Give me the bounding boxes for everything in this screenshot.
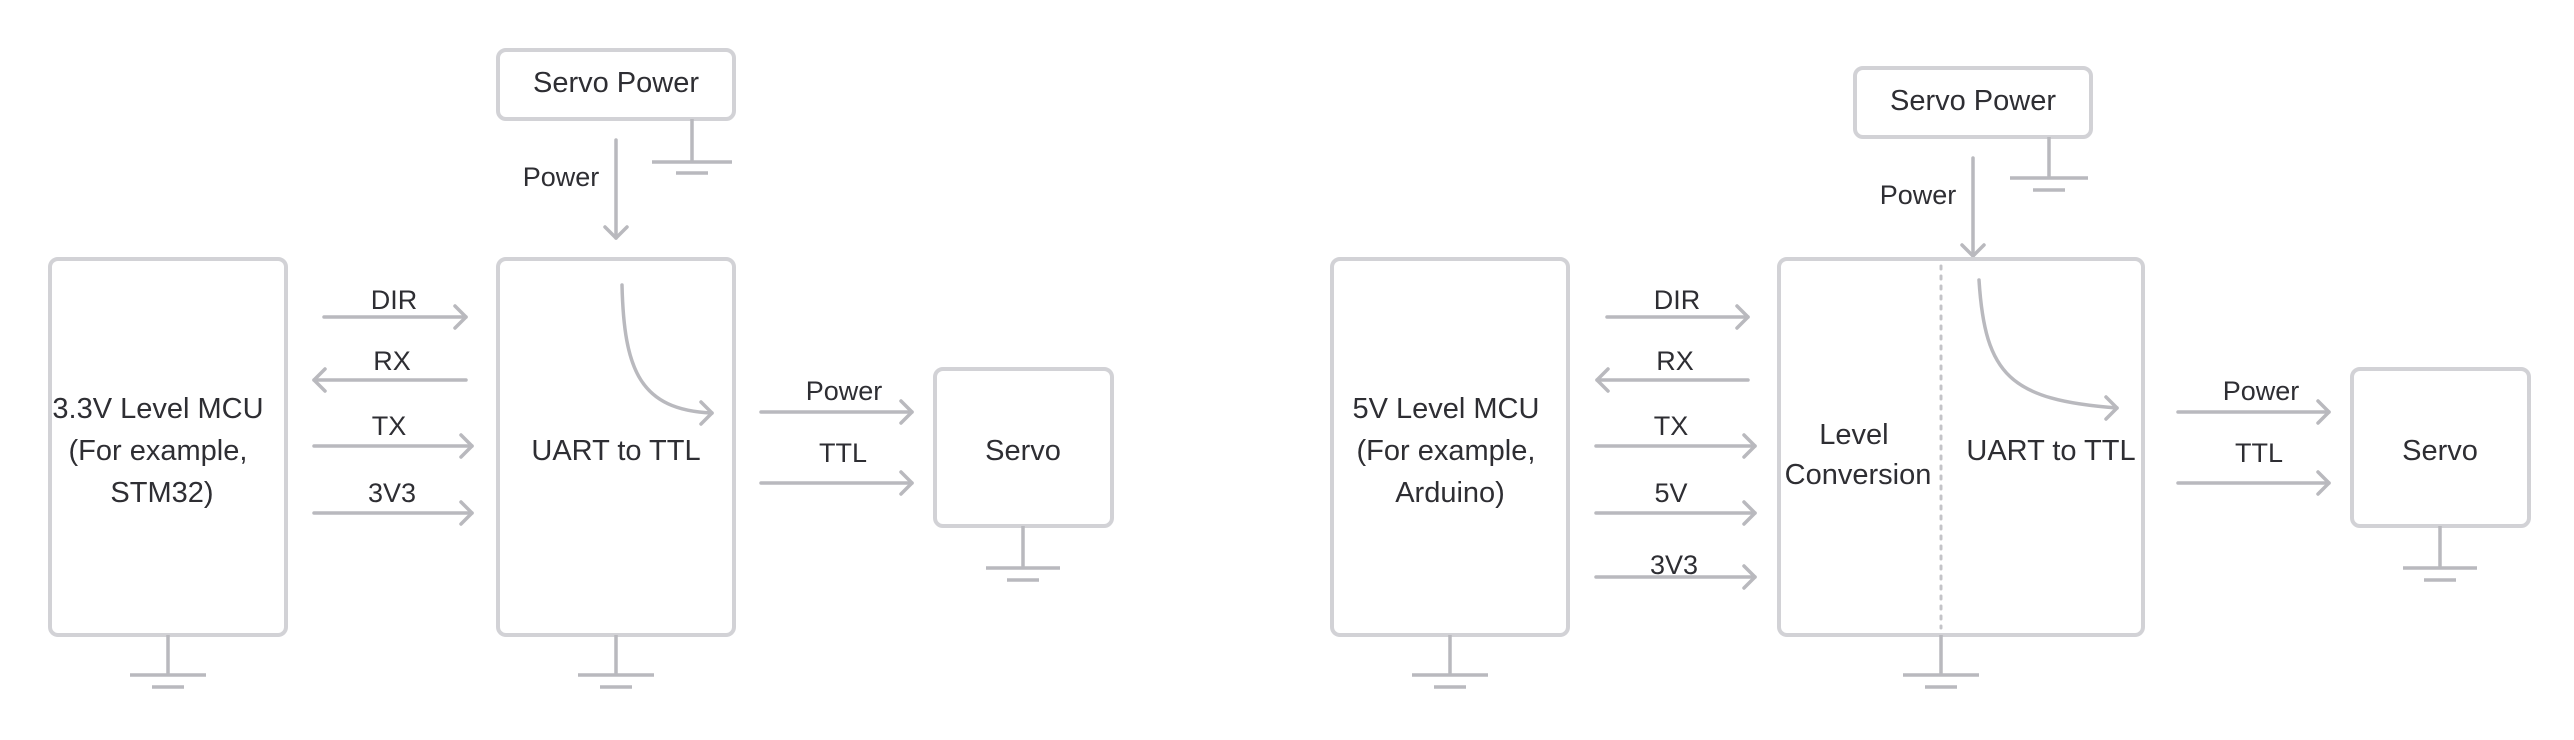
right-signal-rx-label: RX — [1656, 346, 1694, 376]
left-servo-power-box — [496, 48, 736, 121]
right-rx-arrow — [1595, 367, 1750, 393]
right-servo-power-ground-icon — [2010, 137, 2088, 192]
left-mcu-line-1: 3.3V Level MCU — [52, 393, 263, 425]
left-servo-label: Servo — [985, 435, 1061, 467]
right-diagram: Servo Power Power 5V Level MCU (For exam… — [1330, 66, 2531, 689]
right-dir-arrow — [1605, 304, 1750, 330]
right-mcu-ground-icon — [1412, 635, 1488, 689]
left-servo-ground-icon — [986, 526, 1060, 582]
right-signal-tx-label: TX — [1654, 411, 1689, 441]
right-level-line-2: Conversion — [1785, 459, 1932, 491]
right-tx-arrow — [1594, 433, 1757, 459]
right-level-line-1: Level — [1819, 419, 1888, 451]
right-ttl-label: TTL — [2235, 438, 2283, 468]
left-mcu-line-3: STM32) — [110, 477, 213, 509]
right-mcu-label: 5V Level MCU (For example, Arduino) — [1352, 393, 1547, 509]
left-power-out-label: Power — [806, 376, 883, 406]
left-ttl-label: TTL — [819, 438, 867, 468]
right-uart-curve-arrow — [1977, 278, 2119, 421]
right-uart-label: UART to TTL — [1966, 435, 2135, 467]
right-power-arrow — [1960, 156, 1986, 258]
left-servo-power-ground-icon — [652, 119, 732, 175]
left-diagram: Servo Power Power 3.3V Level MCU (For ex… — [48, 48, 1114, 689]
right-mcu-line-1: 5V Level MCU — [1352, 393, 1539, 425]
right-converter-box — [1777, 257, 2145, 637]
left-power-arrow — [603, 138, 629, 240]
left-3v3-arrow — [312, 500, 474, 526]
right-servo-power-box — [1853, 66, 2093, 139]
left-signal-rx-label: RX — [373, 346, 411, 376]
right-signal-5v-label: 5V — [1654, 478, 1687, 508]
right-converter-ground-icon — [1903, 635, 1979, 689]
left-rx-arrow — [312, 367, 468, 393]
left-mcu-label: 3.3V Level MCU (For example, STM32) — [52, 393, 271, 509]
left-tx-arrow — [312, 433, 474, 459]
right-power-out-arrow — [2176, 399, 2331, 425]
right-signal-dir-label: DIR — [1654, 285, 1701, 315]
left-mcu-line-2: (For example, — [69, 435, 248, 467]
right-level-conversion-label: Level Conversion — [1785, 419, 1932, 491]
right-servo-ground-icon — [2403, 526, 2477, 582]
left-ttl-arrow — [759, 470, 914, 496]
left-servo-power-label: Servo Power — [533, 67, 699, 99]
left-uart-label: UART to TTL — [531, 435, 700, 467]
right-power-out-label: Power — [2223, 376, 2300, 406]
right-3v3-arrow — [1594, 564, 1757, 590]
right-ttl-arrow — [2176, 470, 2331, 496]
right-servo-label: Servo — [2402, 435, 2478, 467]
left-power-out-arrow — [759, 399, 914, 425]
left-uart-ground-icon — [578, 635, 654, 689]
right-power-label: Power — [1880, 180, 1957, 210]
left-signal-tx-label: TX — [372, 411, 407, 441]
left-power-label: Power — [523, 162, 600, 192]
right-servo-power-label: Servo Power — [1890, 85, 2056, 117]
left-dir-arrow — [322, 304, 468, 330]
left-signal-3v3-label: 3V3 — [368, 478, 416, 508]
right-5v-arrow — [1594, 500, 1757, 526]
right-mcu-line-3: Arduino) — [1395, 477, 1505, 509]
left-mcu-ground-icon — [130, 635, 206, 689]
left-signal-dir-label: DIR — [371, 285, 418, 315]
right-mcu-line-2: (For example, — [1357, 435, 1536, 467]
right-signal-3v3-label: 3V3 — [1650, 550, 1698, 580]
left-uart-curve-arrow — [620, 283, 714, 426]
